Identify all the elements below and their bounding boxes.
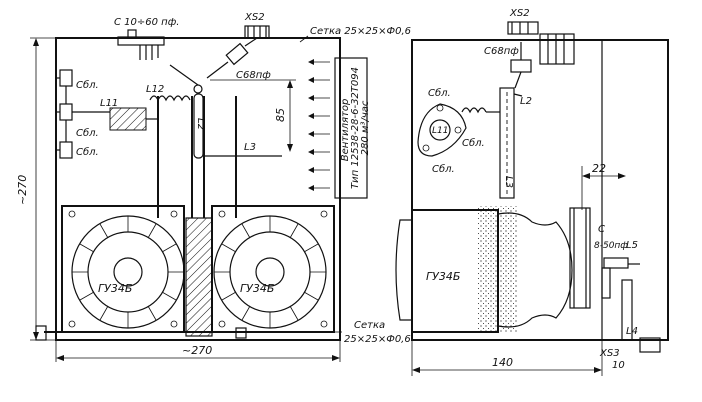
side-cap-block-2-label: Cбл. <box>462 137 485 149</box>
capacitor-c68 <box>206 37 258 79</box>
tube-frame-left <box>61 205 185 333</box>
side-cap-68-label: C68пф <box>484 46 519 57</box>
coil-l2 <box>193 93 204 159</box>
grid-bottom-label-2: 25×25×Ф0,6 <box>344 334 411 345</box>
dim-85-label: 85 <box>274 108 287 122</box>
side-view: XS2 C68пф L11 Cбл. Cбл. Cбл. L2 L3 <box>395 8 669 376</box>
connector-xs2-label: XS2 <box>244 12 265 23</box>
dim-width-label: ~270 <box>182 344 212 357</box>
side-coil-l11-label: L11 <box>432 126 448 136</box>
tube-left-label: ГУ34Б <box>98 282 132 295</box>
cap-block-2-label: Cбл. <box>76 127 99 139</box>
front-housing <box>55 37 341 341</box>
cap-68-label: C68пф <box>236 70 271 81</box>
grid-bottom-label-1: Сетка <box>354 320 385 331</box>
central-terminal <box>193 84 203 94</box>
choke-l11 <box>72 107 158 131</box>
fan-block <box>334 57 368 199</box>
tube-right-label: ГУ34Б <box>240 282 274 295</box>
side-cap-block-3-label: Cбл. <box>432 163 455 175</box>
coil-l12-label: L12 <box>146 84 164 95</box>
tube-frame-right <box>211 205 335 333</box>
blocking-capacitors-left <box>56 69 73 159</box>
front-view: ~270 ~270 C 10÷60 пф. XS2 <box>16 12 411 362</box>
side-capacitor-c68 <box>510 59 532 73</box>
side-coil-l2-label: L2 <box>520 96 532 107</box>
side-coil-l4-label: L4 <box>626 326 638 337</box>
side-tube-label: ГУ34Б <box>426 270 460 283</box>
cap-block-1-label: Cбл. <box>76 79 99 91</box>
side-connector-xs3-label: XS3 <box>599 348 620 359</box>
fan-label-3: 280 м³/час <box>360 100 371 155</box>
side-coil-l4 <box>621 279 633 341</box>
side-connector-xs3 <box>639 337 661 353</box>
coil-l3-label: L3 <box>244 142 256 153</box>
side-connector-xs2 <box>507 21 575 65</box>
grid-note-label: Сетка 25×25×Ф0,6 <box>310 26 411 37</box>
side-dim-22-label: 22 <box>592 162 606 175</box>
fan-label-2: Тип 12538-28-6-32Т094 <box>350 67 361 189</box>
cap-tuning-label: C 10÷60 пф. <box>114 17 179 28</box>
side-bus <box>499 87 515 199</box>
coil-l2-label: L2 <box>195 118 206 130</box>
airflow-arrows <box>308 59 330 191</box>
side-cap-block-1-label: Cбл. <box>428 87 451 99</box>
side-var-cap <box>601 257 640 299</box>
coil-l12 <box>149 95 191 102</box>
connector-xs2 <box>244 25 270 39</box>
side-cap-var-range-label: 8-50пф <box>594 241 628 251</box>
side-housing <box>411 39 669 341</box>
side-connector-xs2-label: XS2 <box>509 8 530 19</box>
coil-l11-label: L11 <box>100 98 118 109</box>
side-choke-l11 <box>417 103 467 157</box>
side-tube <box>395 206 591 333</box>
central-plate <box>185 217 213 337</box>
cap-block-3-label: Cбл. <box>76 146 99 158</box>
fan-label-1: Вентилятор <box>340 99 351 162</box>
side-dim-140-label: 140 <box>492 356 513 369</box>
dim-height-label: ~270 <box>16 175 29 205</box>
side-coil-l3-label: L3 <box>503 176 514 188</box>
tuning-capacitor <box>117 29 165 60</box>
side-cap-var-label: C <box>598 224 605 235</box>
side-coil-l5-label: L5 <box>626 240 638 251</box>
side-dim-10-label: 10 <box>612 360 625 371</box>
